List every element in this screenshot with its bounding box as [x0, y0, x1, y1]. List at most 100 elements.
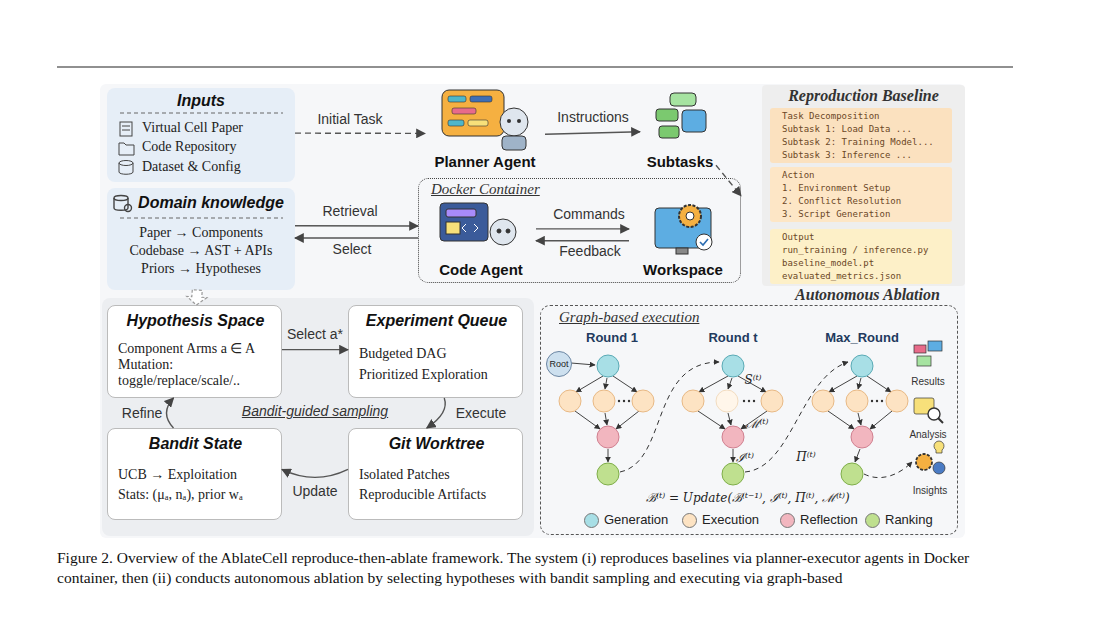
node-text: 1. Environment Setup: [782, 182, 950, 194]
node-text: 2. Conflict Resolution: [782, 195, 950, 207]
magnifier-icon: [125, 205, 132, 212]
node-text: Subtask 3: Inference ...: [782, 149, 950, 161]
bar: [452, 108, 476, 114]
graph-link: [576, 376, 603, 392]
edge-label: Initial Task: [317, 111, 382, 127]
generation-node: [851, 355, 873, 377]
graph-link: [728, 378, 732, 389]
database-icon: [119, 161, 133, 166]
execution-graph: [559, 355, 912, 485]
flow-arrow: [536, 228, 629, 229]
edge-label: Instructions: [557, 109, 629, 125]
node-text: Subtask 1: Load Data ...: [782, 123, 950, 135]
gear-hub: [686, 212, 694, 220]
robot-eye: [517, 119, 521, 123]
knowledge-box: Domain knowledgePaper → ComponentsCodeba…: [107, 188, 295, 290]
icon-line: [122, 126, 130, 127]
node-text: Stats: (μₐ, nₐ), prior wₐ: [118, 487, 283, 503]
legend-swatch: [865, 513, 880, 528]
flow-arrow: [295, 225, 418, 227]
dot: [881, 400, 883, 402]
node-title: Subtasks: [640, 153, 720, 170]
workspace-icon: [655, 205, 712, 254]
round-links: [620, 362, 912, 478]
free-label: ℳ⁽ᵗ⁾: [746, 415, 769, 432]
bar: [470, 96, 492, 102]
legend-text: Execution: [702, 512, 759, 527]
free-label: Results: [911, 376, 944, 387]
dot: [753, 400, 755, 402]
node-text: Dataset & Config: [142, 159, 292, 175]
graph-link: [828, 411, 854, 429]
graph-link: [855, 449, 860, 462]
separator: [120, 113, 283, 114]
insights-icon: [934, 441, 944, 453]
insights-icon: [933, 462, 945, 474]
graph-link: [829, 376, 857, 392]
process-box: Hypothesis SpaceComponent Arms a ∈ AMuta…: [107, 305, 282, 398]
board: [442, 90, 504, 136]
robot-eye: [506, 229, 510, 233]
graph-link: [575, 411, 600, 429]
results-icon: [917, 356, 931, 366]
node-text: Subtask 2: Training Model...: [782, 136, 950, 148]
legend-swatch: [584, 513, 599, 528]
graph-link: [571, 363, 595, 365]
node-text: evaluated_metrics.json: [782, 270, 950, 282]
bubble: [656, 109, 678, 121]
free-label: Round 1: [586, 330, 638, 345]
free-label: Insights: [913, 485, 947, 496]
node-text: run_training / inference.py: [782, 244, 950, 256]
database-icon: [114, 196, 128, 201]
edge-label: Select: [333, 241, 372, 257]
knowledge-fill: [107, 188, 295, 290]
free-label: Π⁽ᵗ⁾: [796, 450, 815, 464]
flow-arrow: [295, 132, 425, 134]
node-title: Autonomous Ablation: [776, 286, 959, 304]
reflection-nodes: [597, 426, 873, 448]
check-circle: [696, 234, 712, 250]
dot: [623, 400, 625, 402]
legend-text: Ranking: [885, 512, 933, 527]
separator: [120, 218, 283, 219]
node-text: Mutation: toggle/replace/scale/..: [118, 357, 258, 389]
graph-link: [870, 411, 892, 429]
node-title: Planner Agent: [425, 153, 545, 170]
process-box: Git WorktreeIsolated PatchesReproducible…: [348, 428, 523, 520]
code-symbol: [462, 224, 478, 232]
dot: [628, 400, 630, 402]
edge-label: Retrieval: [322, 203, 377, 219]
node-title: Workspace: [629, 261, 737, 278]
bubble: [682, 110, 706, 132]
icon-line: [122, 130, 130, 131]
execution-node: [716, 390, 738, 412]
process-box: Bandit StateUCB → ExploitationStats: (μₐ…: [107, 428, 282, 520]
edge-label: Select a*: [287, 326, 343, 342]
round-link: [620, 362, 719, 472]
bar: [446, 209, 476, 217]
legend-swatch: [682, 513, 697, 528]
ranking-node: [841, 463, 863, 485]
check: [700, 239, 708, 245]
reflection-node: [722, 426, 744, 448]
robot-head: [490, 219, 516, 245]
graph-link: [728, 413, 731, 425]
node-text: Prioritized Exploration: [359, 367, 519, 383]
root-node: Root: [546, 351, 572, 377]
graph-link: [858, 378, 861, 389]
graph-link: [698, 411, 725, 429]
bar: [448, 96, 466, 102]
graph-link: [733, 449, 734, 462]
edge-label: Refine: [122, 405, 162, 421]
graph-link: [616, 411, 639, 429]
container-box: Docker ContainerCode AgentWorkspace: [418, 178, 741, 283]
legend-swatch: [780, 513, 795, 528]
execution-node: [559, 390, 581, 412]
file: [446, 222, 460, 234]
node-text: 3. Script Generation: [782, 208, 950, 220]
folder-icon: [119, 143, 134, 155]
node-text: Codebase → AST + APIs: [107, 243, 295, 259]
gear: [679, 205, 701, 227]
edge-label: Execute: [456, 405, 507, 421]
